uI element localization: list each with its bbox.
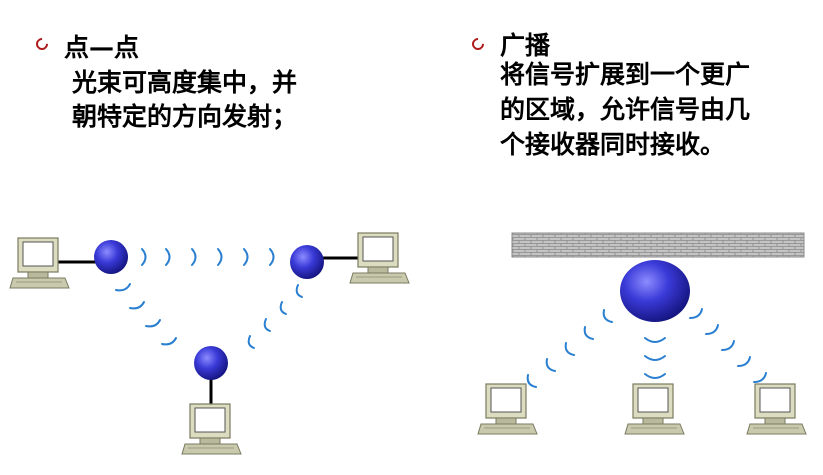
computer-icon [746,383,807,435]
broadcast-line-1: 将信号扩展到一个更广 [500,60,751,89]
point-to-point-title: 点—点 [64,33,140,62]
computer-icon [349,232,410,284]
signal-wave-icon [247,284,303,349]
signal-wave-icon [115,283,177,346]
computer-icon [624,383,685,435]
transceiver-node-icon [194,346,228,380]
transceiver-node-icon [290,245,324,279]
point-to-point-line-1: 光束可高度集中，并 [72,68,298,97]
broadcast-line-3: 个接收器同时接收。 [500,130,726,159]
transceiver-node-icon [620,260,690,322]
computer-icon [181,403,242,455]
computer-icon [477,383,538,435]
broadcast-line-2: 的区域，允许信号由几 [500,95,751,124]
point-to-point-line-2: 朝特定的方向发射； [72,102,298,131]
broadcast-title: 广播 [500,31,551,60]
transceiver-node-icon [94,240,128,274]
signal-wave-icon [644,337,666,379]
ceiling-icon [511,232,805,258]
signal-wave-icon [689,308,767,383]
signal-wave-icon [141,248,275,266]
